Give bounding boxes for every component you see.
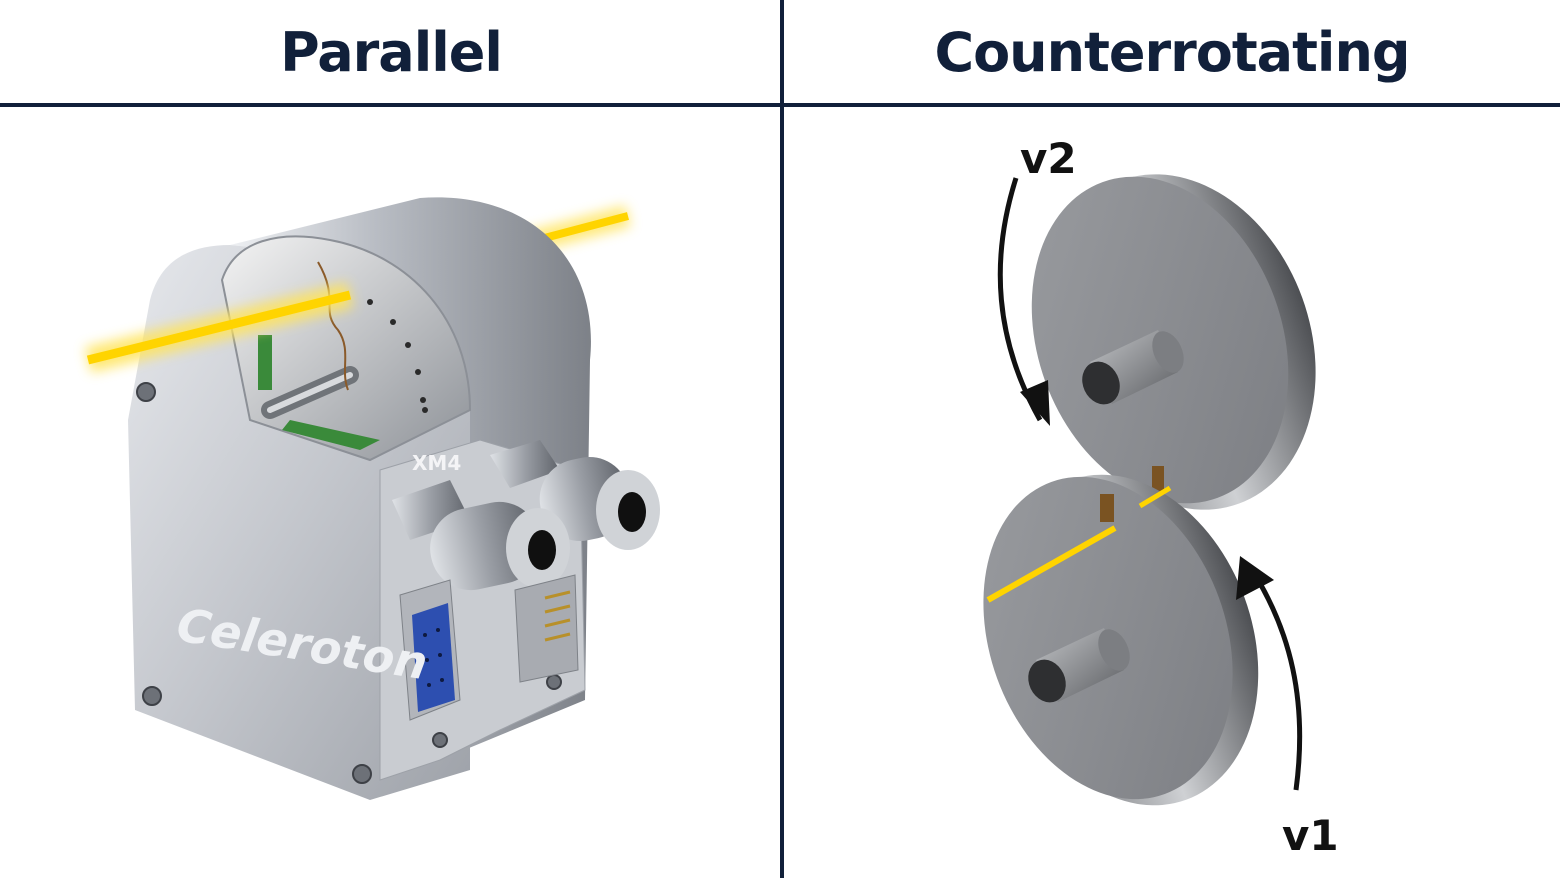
pin-connector — [514, 574, 579, 683]
counterrotating-heading: Counterrotating — [934, 20, 1410, 84]
rotation-arrow-v1 — [1249, 568, 1303, 791]
dsub-connector-blue — [399, 579, 461, 721]
gas-fitting-upper — [490, 440, 660, 550]
rotation-arrow-v2 — [997, 177, 1043, 422]
upper-disc-shaft — [1082, 330, 1184, 405]
upper-disc — [1031, 174, 1316, 510]
port-label: XM4 — [412, 451, 461, 475]
velocity-label-v1: v1 — [1282, 811, 1339, 860]
fiber-line — [986, 525, 1117, 603]
velocity-label-v2: v2 — [1020, 134, 1077, 183]
counterrotating-panel: v2 v1 — [784, 107, 1560, 878]
disc-illustration: v2 v1 — [983, 134, 1339, 860]
center-divider-line — [780, 0, 784, 878]
upper-disc-notch — [1152, 466, 1164, 496]
lower-disc-shaft — [1028, 628, 1130, 703]
device-illustration: Celeroton XM4 — [84, 197, 660, 800]
circuit-board — [258, 335, 272, 390]
gas-fitting-lower — [392, 480, 570, 591]
parallel-heading: Parallel — [280, 20, 503, 84]
lower-disc-notch — [1100, 494, 1114, 522]
cavity-holes — [367, 299, 428, 413]
parallel-panel: Celeroton XM4 — [0, 107, 780, 878]
